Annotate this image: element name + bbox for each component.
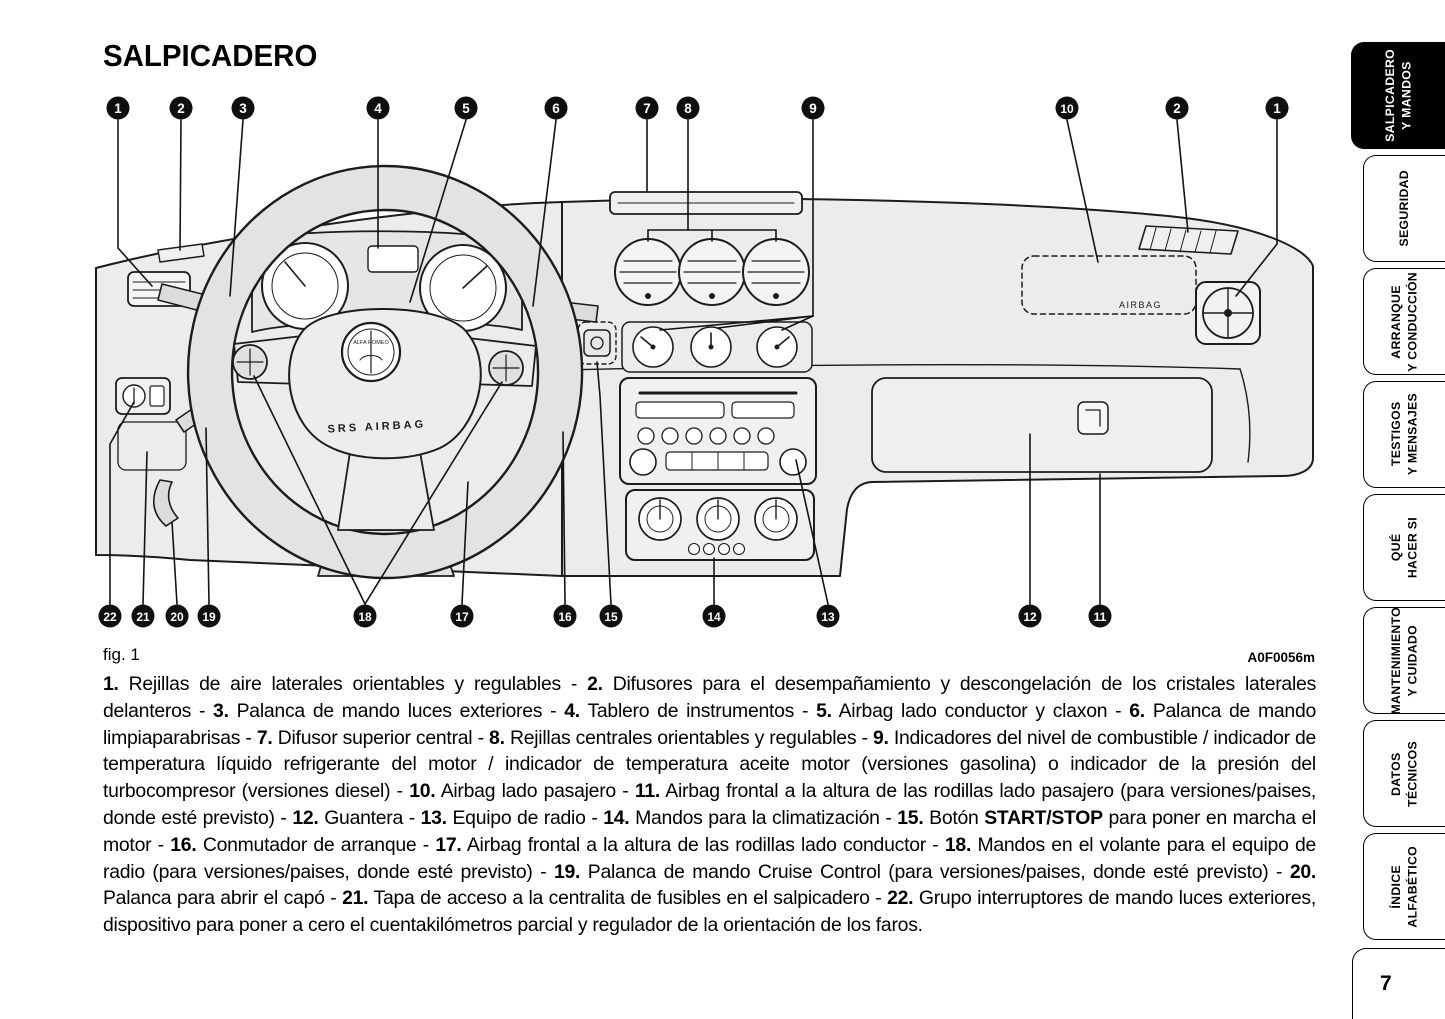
- tab-label: SEGURIDAD: [1397, 170, 1412, 247]
- svg-text:12: 12: [1023, 610, 1037, 624]
- tab-label: TESTIGOS Y MENSAJES: [1388, 393, 1420, 476]
- callout-21: 21: [131, 604, 155, 628]
- center-stack: [577, 191, 817, 561]
- svg-text:20: 20: [170, 610, 184, 624]
- page-number-box: 7: [1352, 948, 1445, 1019]
- glovebox: [871, 377, 1213, 473]
- svg-text:11: 11: [1094, 610, 1107, 624]
- svg-text:15: 15: [604, 610, 618, 624]
- callout-9: 9: [801, 96, 825, 120]
- callout-17: 17: [450, 604, 474, 628]
- steering-wheel: [186, 164, 584, 580]
- svg-text:2: 2: [177, 101, 185, 116]
- callout-13: 13: [816, 604, 840, 628]
- tab-label: DATOS TÉCNICOS: [1388, 740, 1420, 807]
- callout-8: 8: [676, 96, 700, 120]
- tab-qu-hacer-si: QUÉ HACER SI: [1363, 494, 1445, 601]
- tab-datos-t-cnicos: DATOS TÉCNICOS: [1363, 720, 1445, 827]
- page-title: SALPICADERO: [103, 38, 318, 73]
- svg-text:13: 13: [821, 610, 835, 624]
- svg-text:5: 5: [462, 101, 470, 116]
- callout-1: 1: [106, 96, 130, 120]
- callout-4: 4: [366, 96, 390, 120]
- tab-arranque-y-conducci-n: ARRANQUE Y CONDUCCIÓN: [1363, 268, 1445, 375]
- tab-ndice-alfab-tico: ÍNDICE ALFABÉTICO: [1363, 833, 1445, 940]
- callout-7: 7: [635, 96, 659, 120]
- callout-1: 1: [1265, 96, 1289, 120]
- svg-text:8: 8: [684, 101, 692, 116]
- srs-airbag-label: SRS AIRBAG: [327, 418, 426, 435]
- glovebox-latch: [1077, 401, 1109, 435]
- airbag-hub: [288, 308, 482, 460]
- callout-leader-lines: [109, 119, 1278, 605]
- tab-seguridad: SEGURIDAD: [1363, 155, 1445, 262]
- callout-11: 11: [1088, 604, 1112, 628]
- callout-3: 3: [231, 96, 255, 120]
- callout-6: 6: [544, 96, 568, 120]
- callout-22: 22: [98, 604, 122, 628]
- passenger-airbag-label: AIRBAG: [1119, 300, 1162, 310]
- svg-text:6: 6: [552, 101, 560, 116]
- svg-text:10: 10: [1060, 102, 1074, 116]
- callout-19: 19: [197, 604, 221, 628]
- start-stop-button: [583, 329, 611, 357]
- callout-14: 14: [702, 604, 726, 628]
- svg-text:19: 19: [202, 610, 216, 624]
- tab-label: MANTENIMIENTO Y CUIDADO: [1388, 606, 1420, 715]
- instrument-cluster: [251, 230, 523, 333]
- figure-code: A0F0056m: [1247, 650, 1315, 665]
- tab-label: QUÉ HACER SI: [1388, 516, 1420, 579]
- callout-12: 12: [1018, 604, 1042, 628]
- tab-mantenimiento-y-cuidado: MANTENIMIENTO Y CUIDADO: [1363, 607, 1445, 714]
- svg-text:17: 17: [455, 610, 469, 624]
- tab-testigos-y-mensajes: TESTIGOS Y MENSAJES: [1363, 381, 1445, 488]
- callout-5: 5: [454, 96, 478, 120]
- callout-18: 18: [353, 604, 377, 628]
- callout-2: 2: [1165, 96, 1189, 120]
- figure-label: fig. 1: [103, 645, 140, 664]
- svg-text:1: 1: [114, 101, 122, 116]
- passenger-airbag-outline: [1021, 255, 1197, 315]
- dashboard-drawing: SRS AIRBAG AIRBAG ALFA ROMEO 12345678910…: [95, 96, 1314, 628]
- tab-label: ARRANQUE Y CONDUCCIÓN: [1388, 271, 1420, 372]
- svg-text:9: 9: [809, 101, 817, 116]
- callout-16: 16: [553, 604, 577, 628]
- page-number: 7: [1380, 972, 1392, 995]
- svg-text:1: 1: [1273, 101, 1281, 116]
- svg-text:7: 7: [643, 101, 651, 116]
- svg-text:16: 16: [558, 610, 572, 624]
- callout-20: 20: [165, 604, 189, 628]
- svg-text:14: 14: [707, 610, 721, 624]
- legend-text: 1. Rejillas de aire laterales orientable…: [103, 673, 1317, 937]
- figure-caption-row: fig. 1 A0F0056m: [103, 645, 1315, 665]
- callout-2: 2: [169, 96, 193, 120]
- right-defroster-grille: [1138, 225, 1239, 255]
- svg-text:21: 21: [136, 610, 150, 624]
- tab-label: ÍNDICE ALFABÉTICO: [1388, 845, 1420, 928]
- section-tabs: SALPICADERO Y MANDOS SEGURIDAD ARRANQUE Y …: [1343, 42, 1445, 952]
- alfa-logo-label: ALFA ROMEO: [353, 340, 389, 346]
- callout-15: 15: [599, 604, 623, 628]
- tab-salpicadero-y-mandos: SALPICADERO Y MANDOS: [1351, 42, 1445, 149]
- svg-text:2: 2: [1173, 101, 1181, 116]
- tab-label: SALPICADERO Y MANDOS: [1382, 49, 1414, 142]
- callout-10: 10: [1055, 96, 1079, 120]
- svg-text:3: 3: [239, 101, 247, 116]
- svg-text:18: 18: [358, 610, 372, 624]
- svg-text:22: 22: [103, 610, 117, 624]
- svg-text:4: 4: [374, 101, 382, 116]
